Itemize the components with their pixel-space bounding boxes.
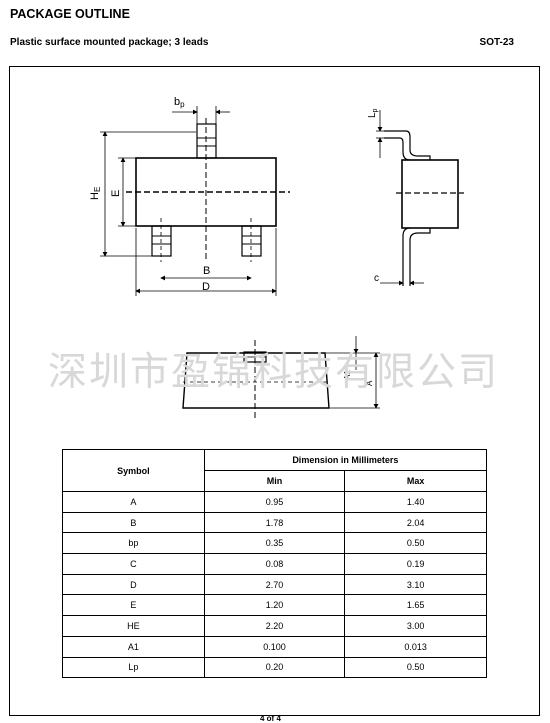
label-a1: A1: [343, 370, 352, 380]
page-number: 4 of 4: [260, 714, 281, 723]
max-header: Max: [344, 470, 487, 492]
label-a: A: [365, 380, 374, 386]
cell-max: 2.04: [344, 511, 487, 534]
dimension-header: Dimension in Millimeters: [203, 449, 488, 471]
cell-min: 2.70: [203, 573, 346, 596]
cell-min: 0.20: [203, 656, 346, 679]
lead-bottom-right: [241, 225, 262, 257]
cell-min: 1.78: [203, 511, 346, 534]
cell-max: 1.40: [344, 491, 487, 513]
cell-max: 0.50: [344, 656, 487, 679]
cell-max: 3.00: [344, 615, 487, 637]
cell-max: 0.50: [344, 532, 487, 555]
front-view: [182, 336, 380, 420]
label-he: HE: [89, 187, 102, 200]
cell-symbol: A: [62, 491, 205, 513]
lead-bottom-left: [151, 225, 172, 257]
package-description: Plastic surface mounted package; 3 leads: [10, 37, 209, 48]
cell-symbol: E: [62, 594, 205, 617]
label-lp: Lp: [367, 108, 379, 118]
symbol-header: Symbol: [62, 449, 205, 492]
top-view: [100, 106, 290, 296]
cell-max: 0.013: [344, 635, 487, 658]
label-e: E: [110, 190, 122, 197]
drawing-frame: [9, 66, 540, 716]
cell-max: 3.10: [344, 573, 487, 596]
cell-min: 0.08: [203, 553, 346, 575]
label-bp: bp: [174, 96, 185, 109]
cell-min: 2.20: [203, 615, 346, 637]
min-header: Min: [203, 470, 346, 492]
cell-max: 1.65: [344, 594, 487, 617]
cell-symbol: HE: [62, 615, 205, 637]
label-c: c: [374, 273, 379, 284]
cell-min: 0.100: [203, 635, 346, 658]
cell-min: 1.20: [203, 594, 346, 617]
label-b: B: [203, 265, 210, 277]
label-d: D: [202, 281, 210, 293]
cell-symbol: Lp: [62, 656, 205, 679]
cell-min: 0.35: [203, 532, 346, 555]
cell-symbol: B: [62, 511, 205, 534]
cell-symbol: C: [62, 553, 205, 575]
cell-symbol: D: [62, 573, 205, 596]
page-title: PACKAGE OUTLINE: [10, 7, 130, 21]
cell-max: 0.19: [344, 553, 487, 575]
cell-min: 0.95: [203, 491, 346, 513]
watermark: 深圳市盈锦科技有限公司: [48, 350, 500, 395]
cell-symbol: bp: [62, 532, 205, 555]
package-code: SOT-23: [479, 37, 514, 48]
side-view: [376, 110, 464, 286]
cell-symbol: A1: [62, 635, 205, 658]
dimension-table: Symbol Dimension in Millimeters Min Max …: [62, 449, 488, 679]
side-body: [401, 159, 459, 229]
